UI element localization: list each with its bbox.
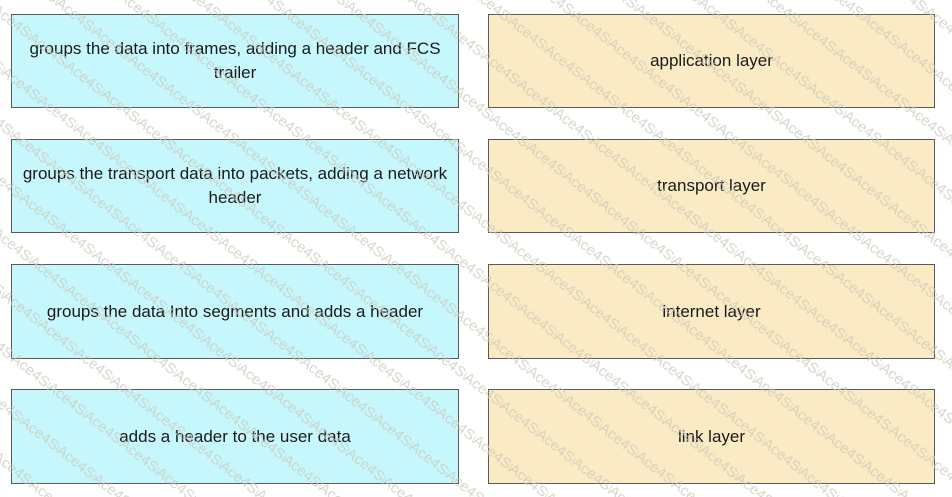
description-text: groups the data into frames, adding a he… [29,39,441,82]
layer-box-transport[interactable]: transport layer [488,139,935,233]
description-box-packets[interactable]: groups the transport data into packets, … [11,139,459,233]
layer-label: transport layer [657,176,766,195]
description-box-frames[interactable]: groups the data into frames, adding a he… [11,14,459,108]
layer-box-internet[interactable]: internet layer [488,264,935,359]
description-text: groups the data Into segments and adds a… [46,301,424,321]
layer-label: application layer [650,51,773,70]
description-text: adds a header to the user data [119,426,351,446]
layer-label: link layer [677,426,746,446]
layer-box-application[interactable]: application layer [488,14,935,108]
layer-label: internet layer [662,301,761,321]
description-box-user-data[interactable]: adds a header to the user data [11,389,459,484]
layer-box-link[interactable]: link layer [488,389,935,484]
description-box-segments[interactable]: groups the data Into segments and adds a… [11,264,459,359]
description-text: groups the transport data into packets, … [22,164,448,207]
